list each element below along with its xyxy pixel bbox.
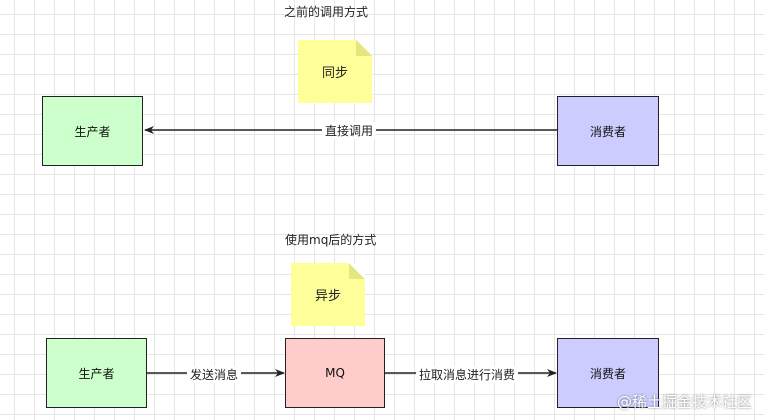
consumer-label: 消费者 <box>589 366 626 381</box>
pull-message-label: 拉取消息进行消费 <box>416 366 519 383</box>
async-note-label: 异步 <box>314 289 341 304</box>
watermark: @稀土掘金技术社区 <box>616 393 752 411</box>
consumer-box-bottom[interactable]: 消费者 <box>557 338 659 408</box>
top-section-title: 之前的调用方式 <box>284 5 369 19</box>
bottom-section-title: 使用mq后的方式 <box>285 233 377 247</box>
producer-label: 生产者 <box>78 366 115 381</box>
consumer-box-top[interactable]: 消费者 <box>557 96 659 166</box>
sync-note-label: 同步 <box>321 66 348 81</box>
producer-label: 生产者 <box>74 124 111 139</box>
sync-note: 同步 <box>298 40 372 103</box>
note-fold-icon <box>349 263 365 279</box>
consumer-label: 消费者 <box>589 124 626 139</box>
note-fold-icon <box>356 40 372 56</box>
mq-box[interactable]: MQ <box>285 338 385 408</box>
mq-label: MQ <box>325 366 345 380</box>
async-note: 异步 <box>291 263 365 326</box>
producer-box-bottom[interactable]: 生产者 <box>46 338 147 408</box>
send-message-label: 发送消息 <box>187 366 242 383</box>
producer-box-top[interactable]: 生产者 <box>42 96 143 166</box>
direct-call-label: 直接调用 <box>322 122 377 139</box>
